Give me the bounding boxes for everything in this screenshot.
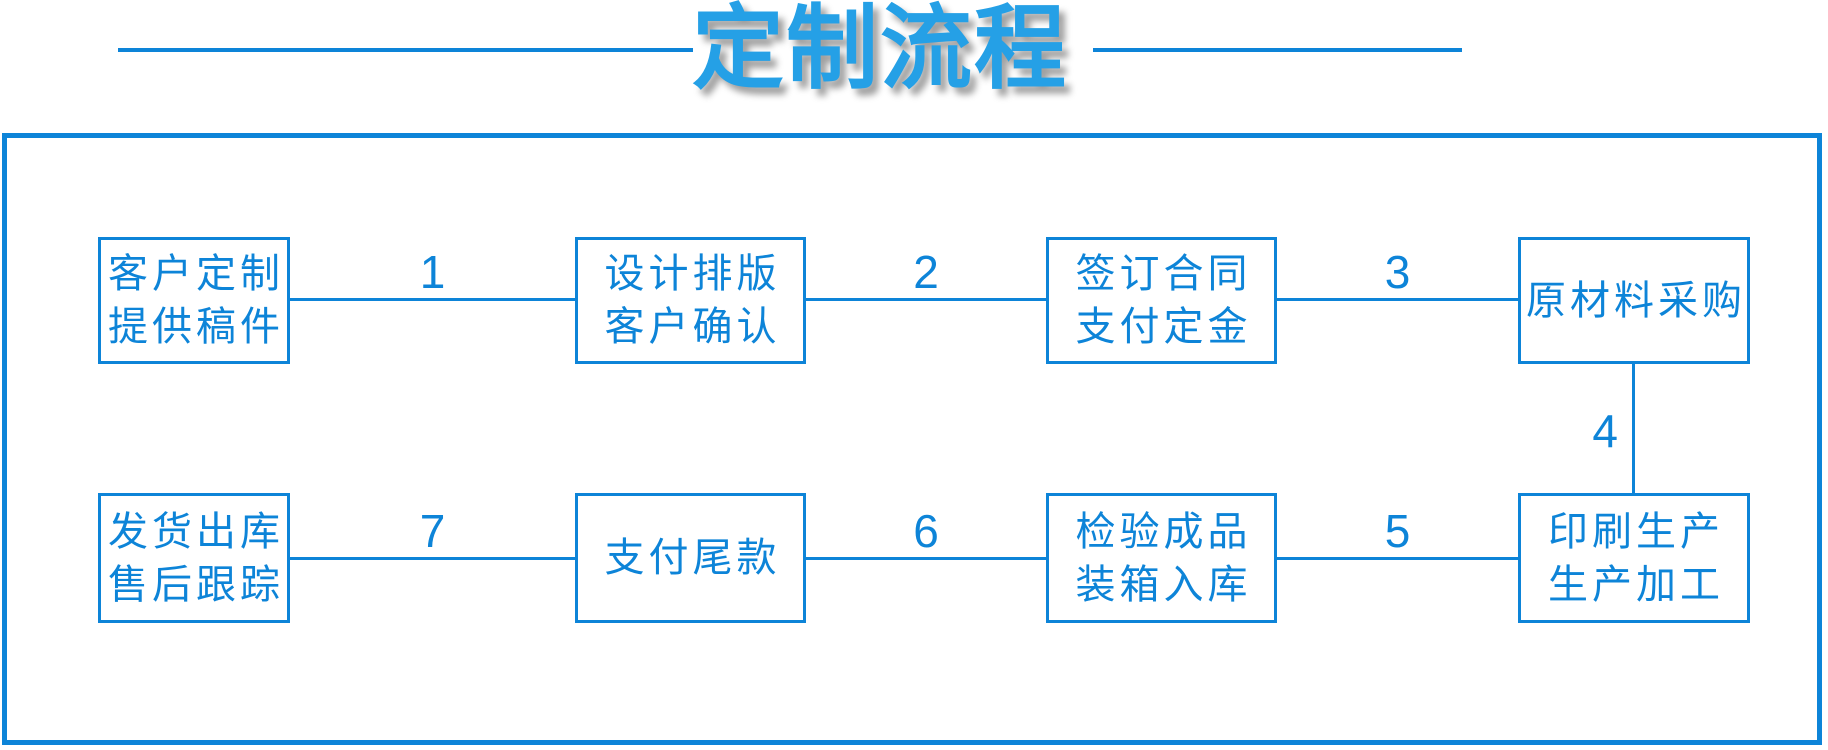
flow-connector-line-7 bbox=[290, 557, 575, 560]
connector-number-1: 1 bbox=[419, 246, 446, 298]
flow-connector-line-6 bbox=[806, 557, 1046, 560]
connector-number-4: 4 bbox=[1592, 405, 1618, 457]
node-label-line: 生产加工 bbox=[1548, 562, 1724, 607]
connector-number-3: 3 bbox=[1384, 246, 1411, 298]
node-label-line: 客户确认 bbox=[604, 305, 781, 349]
node-label-line: 检验成品 bbox=[1075, 509, 1252, 554]
title-rule-right bbox=[1093, 48, 1462, 52]
flow-connector-line-1 bbox=[290, 298, 575, 301]
flow-node-design-confirm: 设计排版 客户确认 bbox=[575, 237, 806, 364]
connector-number-7: 7 bbox=[419, 505, 446, 557]
flow-node-ship-aftersale: 发货出库 售后跟踪 bbox=[98, 493, 290, 623]
flow-node-final-payment: 支付尾款 bbox=[575, 493, 806, 623]
node-label-line: 售后跟踪 bbox=[108, 562, 284, 607]
node-label-line: 支付定金 bbox=[1075, 305, 1252, 349]
node-label-line: 支付尾款 bbox=[604, 536, 781, 580]
flow-node-print-process: 印刷生产 生产加工 bbox=[1518, 493, 1750, 623]
node-label-line: 签订合同 bbox=[1075, 252, 1252, 296]
flow-connector-line-5 bbox=[1277, 557, 1518, 560]
flow-node-contract-deposit: 签订合同 支付定金 bbox=[1046, 237, 1277, 364]
node-label-line: 发货出库 bbox=[108, 509, 284, 554]
node-label-line: 提供稿件 bbox=[108, 305, 284, 349]
node-label-line: 客户定制 bbox=[108, 252, 284, 296]
connector-number-5: 5 bbox=[1384, 505, 1411, 557]
flow-connector-line-3 bbox=[1277, 298, 1518, 301]
node-label-line: 印刷生产 bbox=[1548, 509, 1724, 554]
connector-number-6: 6 bbox=[913, 505, 939, 557]
node-label-line: 原材料采购 bbox=[1526, 278, 1746, 323]
flow-connector-line-4 bbox=[1632, 364, 1635, 493]
node-label-line: 设计排版 bbox=[604, 252, 781, 296]
flow-node-inspect-pack: 检验成品 装箱入库 bbox=[1046, 493, 1277, 623]
title-rule-left bbox=[118, 48, 693, 52]
node-label-line: 装箱入库 bbox=[1075, 562, 1252, 607]
flow-connector-line-2 bbox=[806, 298, 1046, 301]
page-title: 定制流程 bbox=[691, 0, 1068, 100]
flow-node-material-purchase: 原材料采购 bbox=[1518, 237, 1750, 364]
diagram-border-frame bbox=[2, 133, 1822, 745]
connector-number-2: 2 bbox=[913, 246, 939, 298]
flow-node-customer-draft: 客户定制 提供稿件 bbox=[98, 237, 290, 364]
